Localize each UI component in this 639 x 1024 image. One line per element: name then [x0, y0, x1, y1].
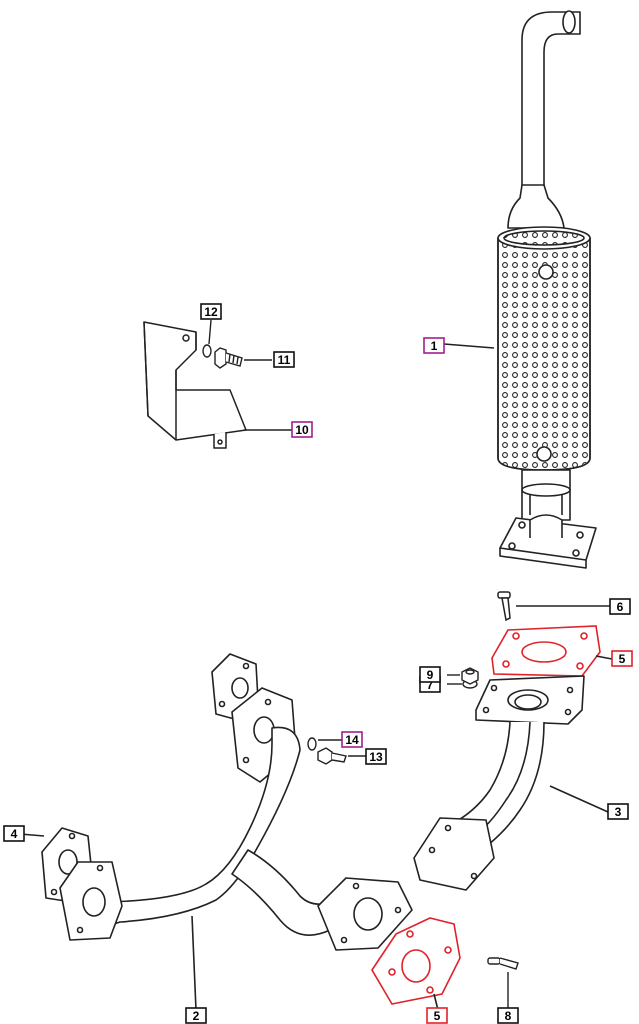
- callout-6: 6: [609, 598, 631, 615]
- bolt-13-part: [317, 747, 366, 765]
- callout-3: 3: [607, 803, 629, 820]
- svg-text:11: 11: [278, 353, 291, 367]
- svg-text:9: 9: [427, 668, 434, 682]
- elbow-pipe-part: [413, 675, 609, 891]
- svg-text:6: 6: [617, 600, 624, 614]
- gasket-upper-part: [491, 625, 613, 677]
- callout-2: 2: [185, 1007, 207, 1024]
- svg-text:1: 1: [431, 339, 438, 353]
- svg-text:8: 8: [505, 1009, 512, 1023]
- bolt-part: [214, 347, 272, 369]
- callout-13: 13: [365, 748, 387, 765]
- svg-text:12: 12: [204, 305, 218, 319]
- nut-part: [447, 667, 479, 685]
- callout-5-upper: 5: [611, 650, 633, 667]
- bolt-8-part: [487, 957, 519, 1010]
- callout-14: 14: [341, 731, 363, 748]
- svg-text:14: 14: [345, 733, 359, 747]
- callout-12: 12: [200, 303, 222, 320]
- svg-text:10: 10: [295, 423, 309, 437]
- callout-10: 10: [291, 421, 313, 438]
- svg-text:5: 5: [434, 1009, 441, 1023]
- callout-5-lower: 5: [426, 1007, 448, 1024]
- svg-text:7: 7: [427, 678, 434, 692]
- muffler-part: [497, 10, 597, 569]
- callout-8: 8: [497, 1007, 519, 1024]
- bolt-6-part: [497, 591, 610, 622]
- gasket-lower-part: [371, 917, 461, 1011]
- svg-text:13: 13: [369, 750, 383, 764]
- svg-text:3: 3: [615, 805, 622, 819]
- svg-text:5: 5: [619, 652, 626, 666]
- callout-1: 1: [423, 337, 445, 354]
- manifold-part: [19, 653, 413, 1011]
- svg-text:4: 4: [11, 827, 18, 841]
- callout-9: 9: [419, 666, 441, 683]
- washer-part: [202, 319, 212, 358]
- callout-4: 4: [3, 825, 25, 842]
- callout-11: 11: [273, 351, 295, 368]
- washer-14-part: [307, 737, 342, 751]
- svg-text:2: 2: [193, 1009, 200, 1023]
- bracket-part: [143, 321, 247, 449]
